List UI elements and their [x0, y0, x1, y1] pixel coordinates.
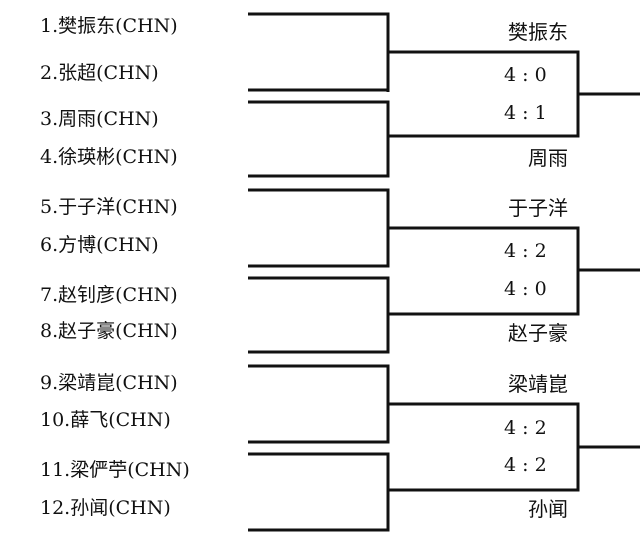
- player-12-name: 12.孙闻(CHN): [40, 497, 171, 519]
- player-3-name: 3.周雨(CHN): [40, 108, 159, 130]
- player-1-name: 1.樊振东(CHN): [40, 15, 178, 37]
- player-5-name: 5.于子洋(CHN): [40, 196, 178, 218]
- group-2-score-bottom: 4 : 0: [504, 278, 547, 300]
- player-7-name: 7.赵钊彦(CHN): [40, 284, 178, 306]
- group-3-top-winner: 梁靖崑: [508, 372, 568, 396]
- group-1-bottom-winner: 周雨: [528, 146, 568, 170]
- group-line-1: [388, 50, 580, 138]
- player-4-name: 4.徐瑛彬(CHN): [40, 146, 178, 168]
- group-3-score-bottom: 4 : 2: [504, 454, 547, 476]
- match-line-3: [248, 188, 390, 268]
- player-2-name: 2.张超(CHN): [40, 62, 159, 84]
- player-10-name: 10.薛飞(CHN): [40, 409, 171, 431]
- group-3-bottom-winner: 孙闻: [528, 497, 568, 521]
- group-2-bottom-winner: 赵子豪: [508, 321, 568, 345]
- match-line-4: [248, 276, 390, 354]
- group-line-3: [388, 402, 580, 492]
- player-9-name: 9.梁靖崑(CHN): [40, 372, 178, 394]
- match-line-5: [248, 364, 390, 444]
- match-line-1: [248, 12, 390, 92]
- group-1-top-winner: 樊振东: [508, 20, 568, 44]
- player-8-name: 8.赵子豪(CHN): [40, 320, 178, 342]
- player-6-name: 6.方博(CHN): [40, 234, 159, 256]
- player-11-name: 11.梁俨苧(CHN): [40, 459, 190, 481]
- group-2-score-top: 4 : 2: [504, 240, 547, 262]
- group-line-2: [388, 226, 580, 316]
- group-1-score-top: 4 : 0: [504, 64, 547, 86]
- group-1-score-bottom: 4 : 1: [504, 102, 547, 124]
- match-line-6: [248, 452, 390, 532]
- group-2-top-winner: 于子洋: [508, 196, 568, 220]
- match-line-2: [248, 100, 390, 178]
- group-3-score-top: 4 : 2: [504, 417, 547, 439]
